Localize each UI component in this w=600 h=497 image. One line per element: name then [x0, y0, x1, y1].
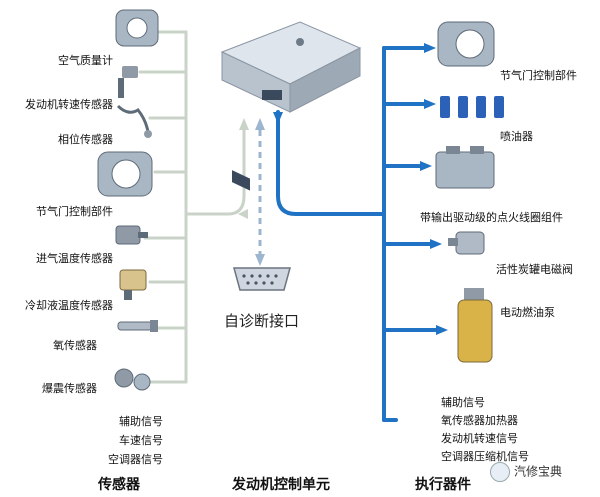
sensor-label-aux-signal: 辅助信号 — [119, 415, 163, 428]
air-mass-meter-shape — [115, 9, 159, 47]
actuator-label-fuel-pump: 电动燃油泵 — [500, 306, 555, 319]
ecu-unit — [220, 21, 362, 191]
actuator-label-rpm-signal: 发动机转速信号 — [441, 432, 518, 445]
ignition-coil-shape — [435, 146, 495, 189]
watermark: 汽修宝典 — [490, 462, 562, 482]
oxygen-sensor-shape — [117, 320, 158, 332]
watermark-logo-icon — [490, 462, 510, 482]
footer-actuators-title: 执行器件 — [415, 477, 471, 493]
ecu-out-arrow — [273, 112, 283, 124]
sensor-label-knock: 爆震传感器 — [42, 382, 97, 395]
actuator-arrow — [424, 43, 436, 53]
intake-temp-sensor-shape — [115, 225, 148, 245]
diag-down-arrow — [255, 254, 265, 266]
actuator-arrow — [430, 239, 442, 249]
sensor-label-coolant-temp: 冷却液温度传感器 — [25, 299, 113, 312]
ecu-in-arrow — [239, 118, 249, 130]
actuator-arrow — [424, 99, 436, 109]
diagnostic-interface-label: 自诊断接口 — [224, 312, 300, 330]
actuator-label-injector: 喷油器 — [500, 130, 533, 143]
sensor-bus-line — [148, 30, 188, 384]
actuator-arrow — [436, 325, 448, 335]
ecu-out-line — [276, 110, 386, 216]
sensor-label-ac-signal: 空调器信号 — [108, 453, 163, 466]
sensor-to-ecu-line — [184, 126, 246, 216]
actuator-label-ac-compressor: 空调器压缩机信号 — [441, 450, 529, 463]
rpm-sensor-shape — [118, 66, 138, 98]
actuator-label-aux-signal: 辅助信号 — [441, 396, 485, 409]
footer-ecu-title: 发动机控制单元 — [232, 477, 330, 493]
sensor-label-vehicle-speed: 车速信号 — [119, 434, 163, 447]
fuel-pump-shape — [457, 288, 493, 363]
sensor-label-intake-temp: 进气温度传感器 — [36, 252, 113, 265]
footer-sensors-title: 传感器 — [98, 477, 140, 493]
coolant-temp-sensor-shape — [119, 269, 147, 300]
actuator-label-canister-valve: 活性炭罐电磁阀 — [496, 263, 573, 276]
throttle-actuator-shape — [437, 21, 495, 67]
actuator-arrow — [420, 161, 432, 171]
sensor-label-throttle: 节气门控制部件 — [36, 205, 113, 218]
obd-connector — [233, 267, 291, 291]
actuator-label-throttle: 节气门控制部件 — [500, 69, 577, 82]
sensor-label-air-mass: 空气质量计 — [58, 54, 113, 67]
injectors-shape — [440, 96, 504, 118]
actuator-label-ignition-coil: 带输出驱动级的点火线圈组件 — [420, 211, 563, 224]
sensor-arrow — [238, 209, 248, 219]
canister-valve-shape — [448, 231, 485, 255]
watermark-text: 汽修宝典 — [514, 464, 563, 479]
sensor-label-phase: 相位传感器 — [58, 133, 113, 146]
actuator-label-o2-heater: 氧传感器加热器 — [441, 414, 518, 427]
sensor-label-engine-rpm: 发动机转速传感器 — [25, 98, 113, 111]
knock-sensor-shape — [114, 368, 151, 391]
sensor-label-oxygen: 氧传感器 — [53, 339, 97, 352]
phase-sensor-shape — [116, 104, 152, 138]
diag-up-arrow — [255, 118, 265, 130]
throttle-body-shape — [97, 151, 153, 197]
